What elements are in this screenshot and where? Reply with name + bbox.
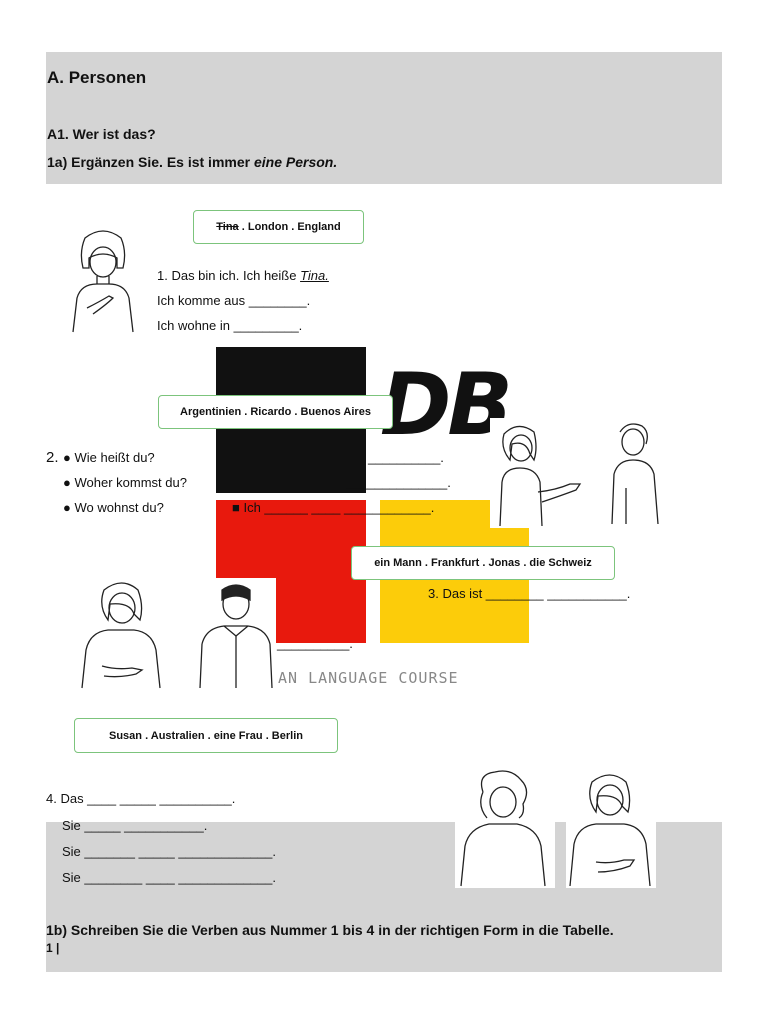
item3-line1: 3. Das ist ________ ___________. bbox=[428, 586, 631, 601]
item2-answer-1: __________. bbox=[368, 450, 444, 465]
word-box-1-rest: . London . England bbox=[238, 221, 341, 233]
item1-line2: Ich komme aus ________. bbox=[157, 293, 311, 308]
task-1a-prefix: 1a) Ergänzen Sie. Es ist immer bbox=[47, 154, 254, 170]
item2-answer-3: ■ Ich ______ ____ ____________. bbox=[232, 500, 435, 515]
section-title: A. Personen bbox=[47, 68, 147, 87]
woman-pointing-2-illustration bbox=[566, 768, 656, 888]
task-1b-instruction: 1b) Schreiben Sie die Verben aus Nummer … bbox=[46, 922, 614, 938]
word-box-4: Susan . Australien . eine Frau . Berlin bbox=[74, 718, 338, 753]
item4-line1: 4. Das ____ _____ __________. bbox=[46, 791, 236, 806]
item4-line2: Sie _____ ___________. bbox=[62, 818, 208, 833]
item4-line3: Sie _______ _____ _____________. bbox=[62, 844, 276, 859]
item2-number: 2. bbox=[46, 449, 59, 466]
word-box-1: Tina . London . England bbox=[193, 210, 364, 244]
woman-pointing-illustration bbox=[76, 578, 166, 690]
header-band bbox=[46, 52, 722, 184]
item2-question-3: ● Wo wohnst du? bbox=[63, 500, 164, 515]
item1-line1: 1. Das bin ich. Ich heiße Tina. bbox=[157, 268, 329, 283]
item2-question-2: ● Woher kommst du? bbox=[63, 475, 187, 490]
item1-name: Tina. bbox=[300, 268, 329, 283]
word-box-3: ein Mann . Frankfurt . Jonas . die Schwe… bbox=[351, 546, 615, 580]
item1-line1-prefix: 1. Das bin ich. Ich heiße bbox=[157, 268, 301, 283]
word-box-1-struck: Tina bbox=[216, 221, 239, 233]
item4-line4: Sie ________ ____ _____________. bbox=[62, 870, 276, 885]
task-1a-emphasis: eine Person. bbox=[253, 154, 338, 170]
task-1a-instruction: 1a) Ergänzen Sie. Es ist immer eine Pers… bbox=[47, 154, 337, 170]
item2-question-1: ● Wie heißt du? bbox=[63, 450, 155, 465]
item3-line2: __________. bbox=[277, 636, 353, 651]
logo-tagline: AN LANGUAGE COURSE bbox=[278, 669, 459, 687]
man-listening-illustration bbox=[606, 418, 666, 528]
woman-pointing-self-illustration bbox=[72, 230, 134, 333]
item1-line3: Ich wohne in _________. bbox=[157, 318, 303, 333]
page-number: 1 | bbox=[46, 941, 60, 955]
subsection-title: A1. Wer ist das? bbox=[47, 126, 156, 142]
word-box-2: Argentinien . Ricardo . Buenos Aires bbox=[158, 395, 393, 429]
man-standing-illustration bbox=[196, 578, 276, 690]
woman-talking-illustration bbox=[490, 418, 590, 528]
item2-answer-2: ______________. bbox=[346, 475, 451, 490]
curly-haired-woman-illustration bbox=[455, 768, 555, 888]
